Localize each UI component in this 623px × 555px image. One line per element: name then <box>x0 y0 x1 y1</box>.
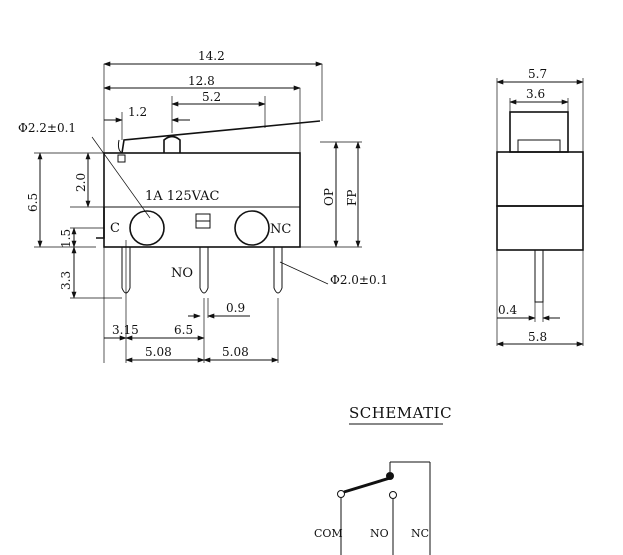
dim-pitch-1: 5.08 <box>145 345 172 359</box>
dim-pin-thickness: 0.4 <box>498 303 517 317</box>
actuator-lever <box>121 120 321 154</box>
side-body-bottom <box>496 205 584 251</box>
schematic-lever <box>343 476 391 494</box>
terminal-no-label: NO <box>171 266 193 281</box>
dim-mount-hole: Φ2.2±0.1 <box>18 121 76 135</box>
pin-nc <box>273 247 283 294</box>
side-pin <box>534 249 544 303</box>
dim-pin-length: 3.3 <box>59 271 73 290</box>
mount-hole-c <box>129 210 165 246</box>
dim-no-offset: 6.5 <box>174 323 193 337</box>
rating-label: 1A 125VAC <box>145 189 219 204</box>
dim-op: OP <box>322 188 336 206</box>
plunger <box>163 135 181 153</box>
mount-hole-nc <box>234 210 270 246</box>
dim-lever-length: 12.8 <box>188 74 215 88</box>
dim-roller-pos: 5.2 <box>202 90 221 104</box>
schematic-com-label: COM <box>314 527 343 540</box>
dim-body-width: 5.8 <box>528 330 547 344</box>
pin-no <box>199 247 209 294</box>
dim-pin-width: 0.9 <box>226 301 245 315</box>
schematic-nc-label: NC <box>411 527 429 540</box>
dim-c-offset: 3.15 <box>112 323 139 337</box>
dim-fp: FP <box>345 190 359 206</box>
dim-pitch-2: 5.08 <box>222 345 249 359</box>
front-view: 14.2 12.8 1.2 5.2 Φ2.2±0.1 6.5 2.0 1.5 3… <box>18 49 388 363</box>
dim-roller-offset: 1.2 <box>128 105 147 119</box>
side-view: 5.7 3.6 0.4 5.8 <box>496 67 584 347</box>
dim-pin-hole: Φ2.0±0.1 <box>330 273 388 287</box>
terminal-c-label: C <box>110 221 120 236</box>
switch-body <box>103 152 301 248</box>
dim-plunger-width: 3.6 <box>526 87 545 101</box>
terminal-nc-label: NC <box>270 222 291 237</box>
dim-body-height: 6.5 <box>26 193 40 212</box>
schematic: SCHEMATIC COM NO NC <box>314 404 452 555</box>
schematic-no-label: NO <box>370 527 389 540</box>
dim-overall-length: 14.2 <box>198 49 225 63</box>
schematic-title: SCHEMATIC <box>349 404 452 422</box>
side-body-top <box>496 151 584 207</box>
side-plunger <box>509 111 569 153</box>
dim-top-height: 2.0 <box>74 173 88 192</box>
dim-base-offset: 1.5 <box>59 229 73 248</box>
dim-top-width: 5.7 <box>528 67 547 81</box>
